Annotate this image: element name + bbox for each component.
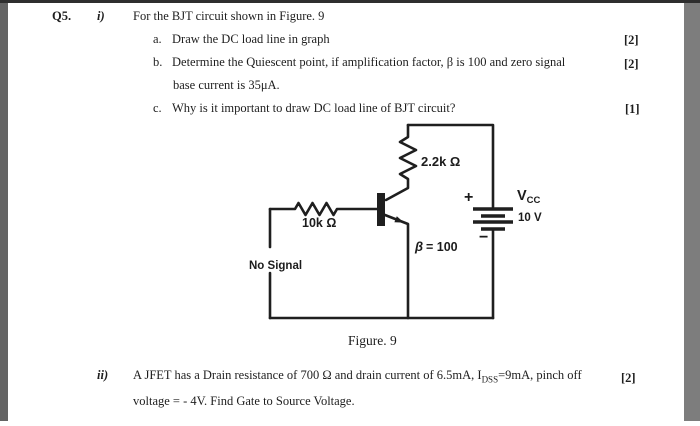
beta-symbol: β [414,239,423,254]
figure-caption: Figure. 9 [348,333,397,348]
item-b-marks: [2] [624,57,639,71]
scan-right-edge [684,0,700,421]
part-ii-numeral: ii) [97,368,109,382]
item-c-marks: [1] [625,102,640,116]
idss-subscript: DSS [481,374,499,385]
vcc-label: VCC [517,188,541,206]
emitter-arrow-icon [394,216,404,223]
scan-top-edge [0,0,700,3]
transistor-base-bar [377,193,385,226]
item-a-marker: a. [153,32,162,46]
transistor-emitter [383,213,410,320]
scan-left-edge [0,0,8,421]
item-b-marker: b. [153,55,163,69]
collector-resistor [384,123,418,202]
item-b-text-line2: base current is 35μA. [173,78,280,92]
item-c-text: Why is it important to draw DC load line… [172,101,456,115]
collector-resistor-label: 2.2k Ω [421,154,460,169]
battery-minus-sign: − [479,229,488,246]
part-ii-marks: [2] [621,371,636,385]
wire-top [406,123,495,209]
base-resistor [268,201,379,217]
battery-plus-sign: + [464,189,473,206]
part-i-numeral: i) [97,9,105,23]
beta-value: = 100 [426,240,458,254]
base-resistor-label: 10k Ω [302,216,336,230]
part-ii-line1: A JFET has a Drain resistance of 700 Ω a… [133,368,582,385]
item-c-marker: c. [153,101,162,115]
part-i-intro: For the BJT circuit shown in Figure. 9 [133,9,325,23]
item-a-marks: [2] [624,33,639,47]
item-a-text: Draw the DC load line in graph [172,32,330,46]
bjt-circuit-figure: 2.2k Ω 10k Ω β = 100 No Signal + − VCC 1… [249,123,542,348]
vcc-value-label: 10 V [518,212,542,224]
part-ii-line2: voltage = - 4V. Find Gate to Source Volt… [133,394,355,408]
question-number: Q5. [52,9,72,23]
item-b-text: Determine the Quiescent point, if amplif… [172,55,566,69]
no-signal-label: No Signal [249,260,302,272]
